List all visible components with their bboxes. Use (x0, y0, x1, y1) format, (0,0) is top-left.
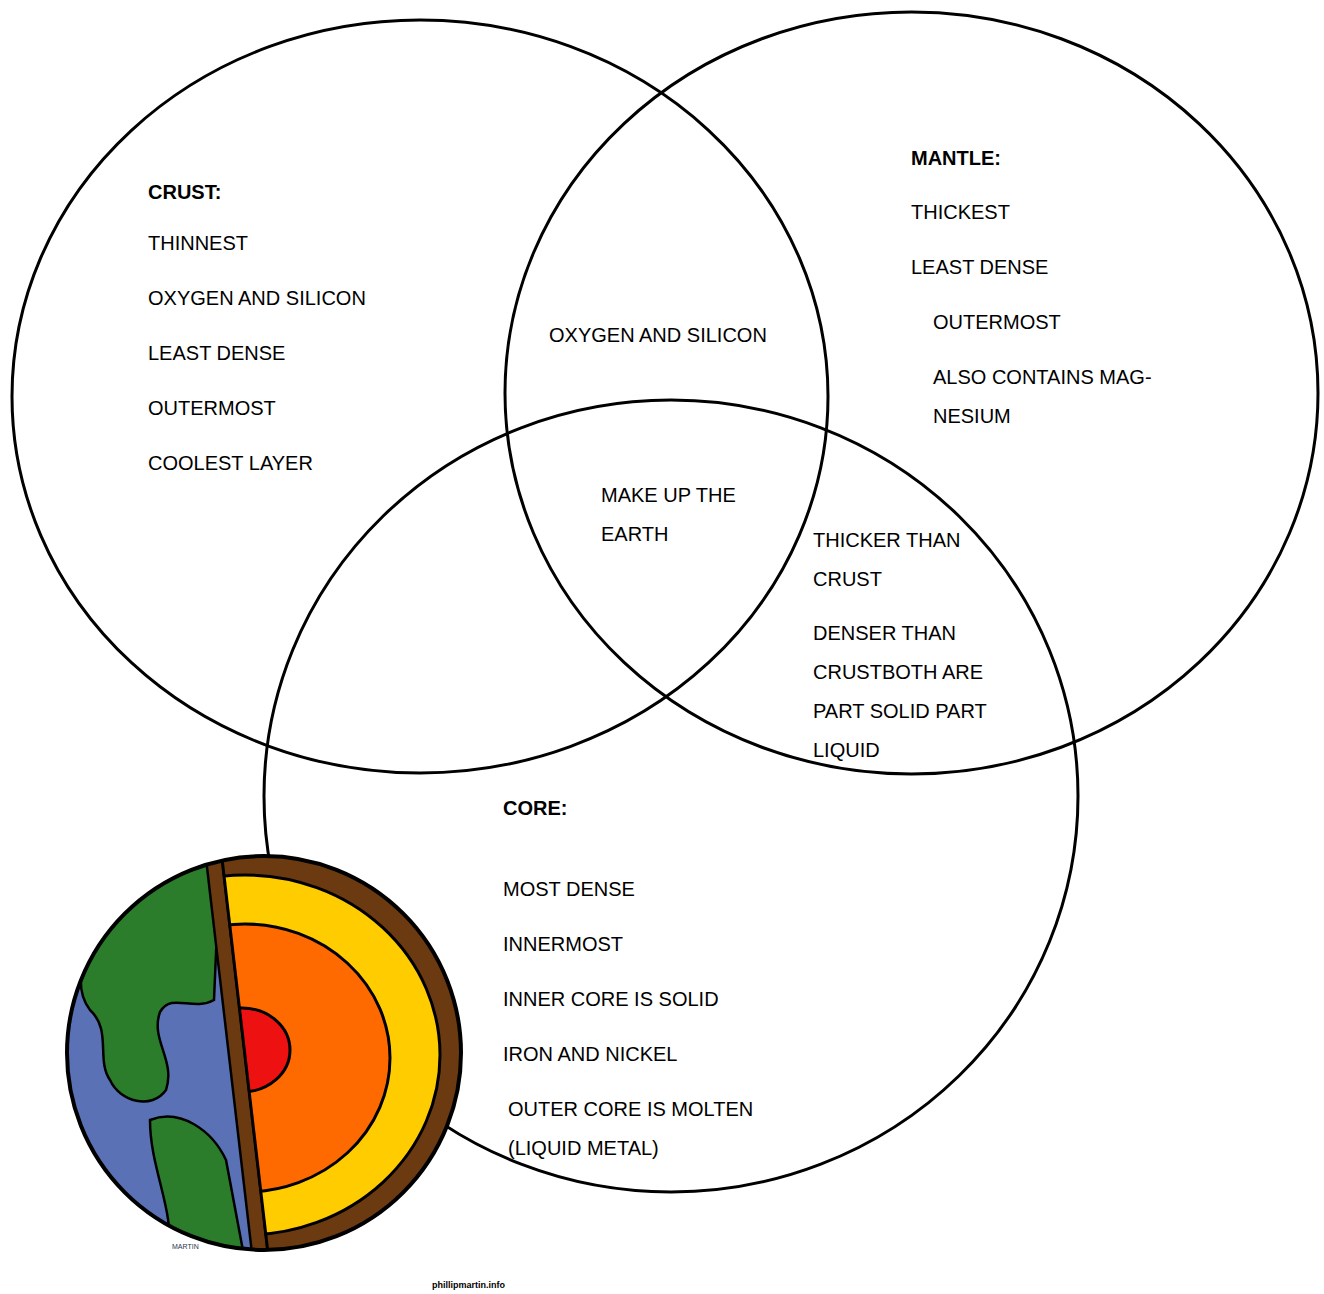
globe-body (50, 850, 480, 1270)
cutaway (50, 850, 480, 1270)
layer-property: LEAST DENSE (148, 334, 285, 373)
shared-property: DENSER THAN CRUSTBOTH ARE PART SOLID PAR… (813, 614, 1003, 770)
land (150, 1117, 244, 1256)
shared-property: MAKE UP THE EARTH (601, 476, 776, 554)
layer-property: OUTER CORE IS MOLTEN (LIQUID METAL) (508, 1090, 808, 1168)
circle-outline (505, 12, 1318, 774)
land (81, 860, 220, 1101)
layer-property: OUTERMOST (933, 303, 1061, 342)
watermark: phillipmartin.info (432, 1280, 505, 1291)
shared-property: OXYGEN AND SILICON (549, 316, 767, 355)
layer-heading: CORE: (503, 789, 567, 828)
layer-property: INNER CORE IS SOLID (503, 980, 719, 1019)
venn-circle: CRUST: THINNEST OXYGEN AND SILICON LEAST DE… (10, 18, 830, 775)
circle-outline (10, 18, 830, 775)
layer-property: THINNEST (148, 224, 248, 263)
layer-property: IRON AND NICKEL (503, 1035, 677, 1074)
layer-heading: MANTLE: (911, 139, 1001, 178)
layer-property: COOLEST LAYER (148, 444, 313, 483)
cut-line (221, 850, 269, 1262)
globe-outline (67, 856, 461, 1250)
land (60, 1150, 100, 1260)
layer-property: ALSO CONTAINS MAG- NESIUM (933, 358, 1183, 436)
layer-heading: CRUST: (148, 173, 221, 212)
layer-property: LEAST DENSE (911, 248, 1048, 287)
layer-property: INNERMOST (503, 925, 623, 964)
layer-property: OXYGEN AND SILICON (148, 279, 366, 318)
shared-property: THICKER THAN CRUST (813, 521, 983, 599)
layer-property: MOST DENSE (503, 870, 635, 909)
watermark: MARTIN (172, 1242, 199, 1251)
layer-property: THICKEST (911, 193, 1010, 232)
layer-property: OUTERMOST (148, 389, 276, 428)
circle-outline (12, 20, 828, 773)
